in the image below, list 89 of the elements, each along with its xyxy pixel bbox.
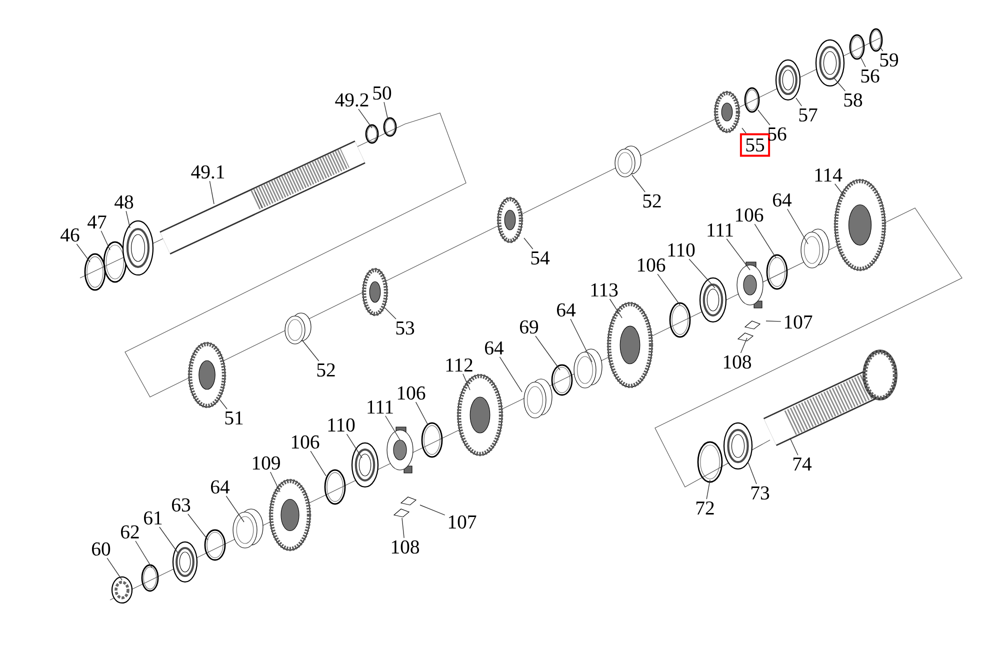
callout-number: 108 xyxy=(724,355,751,369)
callout-number: 114 xyxy=(815,168,842,182)
leader-line xyxy=(609,298,622,318)
leader-line xyxy=(420,504,446,516)
leader-line xyxy=(796,98,802,106)
leader-line xyxy=(100,230,110,250)
leader-line xyxy=(126,210,130,228)
callout-number: 48 xyxy=(114,195,134,209)
leader-line xyxy=(302,340,320,362)
callout-number: 63 xyxy=(172,498,190,512)
callout-number: 62 xyxy=(121,525,139,539)
callout-number: 109 xyxy=(252,456,280,470)
callout-number: 113 xyxy=(591,283,618,297)
callout-number: 50 xyxy=(373,86,392,100)
leader-line xyxy=(499,356,522,392)
callout-number: 72 xyxy=(696,501,714,514)
leader-line xyxy=(834,78,846,92)
leader-line xyxy=(786,208,808,244)
leader-line xyxy=(106,558,122,580)
leader-line xyxy=(880,46,884,52)
leader-line xyxy=(748,462,757,484)
callout-number: 106 xyxy=(398,386,426,400)
callout-number: 110 xyxy=(328,418,355,432)
leader-line xyxy=(726,238,750,270)
leader-line xyxy=(535,336,560,370)
leader-line xyxy=(384,102,388,120)
leader-line xyxy=(415,402,428,426)
leader-line xyxy=(310,450,326,476)
callout-number: 53 xyxy=(396,321,414,335)
leader-line xyxy=(346,434,362,458)
callout-number: 106 xyxy=(292,435,320,449)
callout-number: 112 xyxy=(446,358,472,372)
leader-line xyxy=(570,318,592,362)
callout-number: 111 xyxy=(708,223,733,236)
callout-number: 64 xyxy=(557,303,576,317)
callout-number: 107 xyxy=(784,315,812,329)
leader-line xyxy=(706,480,710,500)
callout-number: 111 xyxy=(368,400,393,414)
leader-line xyxy=(135,540,152,568)
callout-number: 64 xyxy=(485,341,504,355)
callout-number: 74 xyxy=(793,458,812,470)
callout-number: 57 xyxy=(799,108,818,122)
leader-line xyxy=(358,108,372,128)
leader-line xyxy=(402,518,404,538)
callout-number: 52 xyxy=(317,363,335,377)
leader-line xyxy=(209,180,214,204)
callout-number: 73 xyxy=(751,486,770,500)
leader-line xyxy=(834,184,846,198)
leader-line xyxy=(766,320,782,322)
callout-number: 64 xyxy=(773,193,792,207)
callout-number: 61 xyxy=(144,511,162,525)
leader-line xyxy=(790,438,798,456)
callout-number: 51 xyxy=(225,411,243,425)
callout-number: 46 xyxy=(60,228,80,242)
callout-number: 69 xyxy=(520,320,538,334)
leader-line xyxy=(632,174,646,192)
leader-line xyxy=(226,496,244,522)
callout-number: 47 xyxy=(88,216,106,228)
callout-number: 56 xyxy=(768,127,786,141)
leader-line xyxy=(462,374,470,390)
callout-number: 60 xyxy=(92,542,110,556)
callout-number: 52 xyxy=(643,194,661,208)
callout-number: 108 xyxy=(392,540,420,554)
callout-number: 107 xyxy=(448,515,476,529)
callout-number: 56 xyxy=(861,69,880,83)
leader-line xyxy=(742,128,746,134)
leader-line xyxy=(860,58,866,68)
leader-line xyxy=(76,244,90,262)
callout-number: 59 xyxy=(880,53,898,67)
callout-number: 110 xyxy=(668,243,695,257)
leader-line xyxy=(688,258,716,288)
leader-line xyxy=(758,110,770,126)
leader-line xyxy=(524,238,534,250)
callout-number: 49.1 xyxy=(191,165,224,179)
leader-line xyxy=(188,514,208,540)
leader-line xyxy=(657,274,680,306)
callout-number: 106 xyxy=(736,208,764,222)
callout-number: 58 xyxy=(844,93,862,107)
callout-number: 106 xyxy=(638,258,666,272)
callout-number: 54 xyxy=(531,251,550,265)
callout-number: 64 xyxy=(211,480,230,494)
leader-line xyxy=(270,472,280,492)
callout-number: 49.2 xyxy=(335,93,368,107)
leader-line xyxy=(385,416,400,440)
leader-line xyxy=(740,338,748,354)
leader-line xyxy=(754,224,776,258)
leader-line xyxy=(159,526,178,554)
leader-line xyxy=(384,308,396,320)
leader-line xyxy=(220,400,228,410)
